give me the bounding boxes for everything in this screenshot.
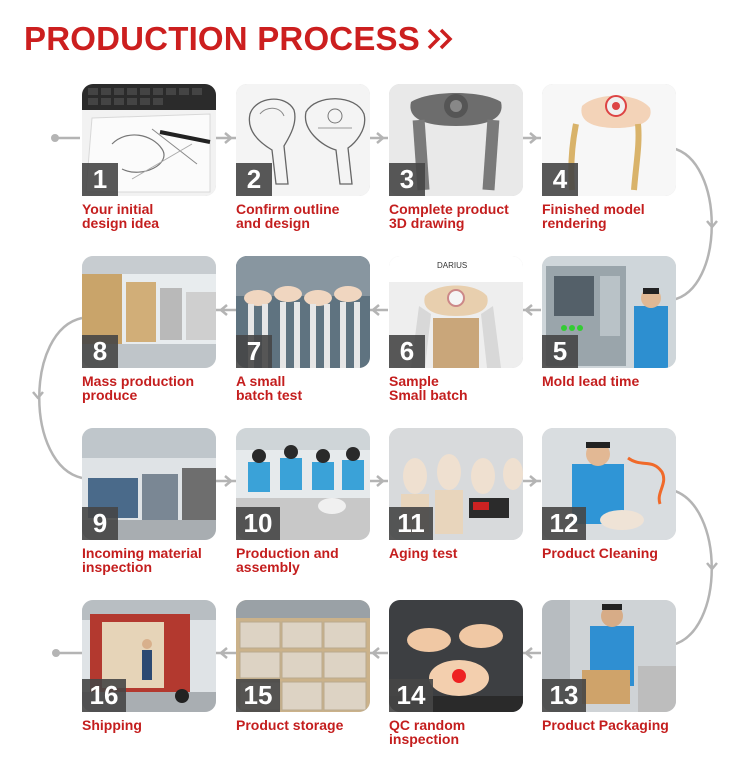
step-label-line-2: Small batch bbox=[389, 387, 468, 403]
connector-curve bbox=[671, 488, 713, 647]
arrow-down-icon bbox=[706, 220, 718, 229]
step-number-badge: 3 bbox=[389, 163, 425, 196]
step-label: Finished model rendering bbox=[542, 202, 692, 230]
step-number-badge: 16 bbox=[82, 679, 126, 712]
arrow-right-icon bbox=[376, 475, 385, 487]
arrow-right-icon bbox=[529, 132, 538, 144]
photo-truck-loading bbox=[82, 600, 216, 712]
arrow-left-icon bbox=[371, 304, 380, 316]
step-number-badge: 13 bbox=[542, 679, 586, 712]
step-label-line-2: design idea bbox=[82, 215, 160, 231]
step-number-badge: 5 bbox=[542, 335, 578, 368]
arrow-left-icon bbox=[219, 304, 228, 316]
arrow-right-icon bbox=[529, 475, 538, 487]
step-label-line-2: and design bbox=[236, 215, 310, 231]
step-label: Production and assembly bbox=[236, 546, 386, 574]
arrow-right-icon bbox=[376, 132, 385, 144]
step-label-line-1: Sample bbox=[389, 373, 439, 389]
photo-model-render-gold bbox=[542, 84, 676, 196]
double-chevron-right-icon bbox=[427, 28, 453, 50]
step-label: Aging test bbox=[389, 546, 539, 560]
svg-text:DARIUS: DARIUS bbox=[437, 261, 467, 270]
step-label-line-2: rendering bbox=[542, 215, 607, 231]
step-label-line-1: Mold lead time bbox=[542, 373, 640, 389]
step-label-line-1: Your initial bbox=[82, 201, 154, 217]
flow-start-dot bbox=[51, 134, 59, 142]
step-label: Mass production produce bbox=[82, 374, 232, 402]
arrow-down-icon bbox=[32, 391, 44, 400]
step-label-line-2: 3D drawing bbox=[389, 215, 465, 231]
step-label: Complete product 3D drawing bbox=[389, 202, 539, 230]
step-label-line-2: assembly bbox=[236, 559, 300, 575]
arrow-right-icon bbox=[224, 132, 233, 144]
step-label-line-2: inspection bbox=[82, 559, 153, 575]
page-title-block: PRODUCTION PROCESS bbox=[24, 14, 456, 64]
step-number-badge: 14 bbox=[389, 679, 433, 712]
step-number-badge: 4 bbox=[542, 163, 578, 196]
arrow-down-icon bbox=[706, 562, 718, 571]
step-label: Incoming material inspection bbox=[82, 546, 232, 574]
step-label-line-1: Incoming material bbox=[82, 545, 202, 561]
step-label-line-2: produce bbox=[82, 387, 138, 403]
step-label: Mold lead time bbox=[542, 374, 692, 388]
step-number-badge: 7 bbox=[236, 335, 272, 368]
step-label-line-1: Complete product bbox=[389, 201, 509, 217]
step-number-badge: 6 bbox=[389, 335, 425, 368]
step-label-line-1: Aging test bbox=[389, 545, 458, 561]
step-label-line-1: Confirm outline bbox=[236, 201, 340, 217]
step-label-line-2: batch test bbox=[236, 387, 303, 403]
step-label: Confirm outline and design bbox=[236, 202, 386, 230]
step-label-line-1: Product Packaging bbox=[542, 717, 669, 733]
step-label: QC random inspection bbox=[389, 718, 539, 746]
flow-end-dot bbox=[52, 649, 60, 657]
step-label-line-1: Product Cleaning bbox=[542, 545, 658, 561]
step-label: Your initial design idea bbox=[82, 202, 232, 230]
page-title: PRODUCTION PROCESS bbox=[24, 20, 420, 57]
step-label-line-2: inspection bbox=[389, 731, 460, 747]
arrow-left-icon bbox=[524, 304, 533, 316]
step-number-badge: 15 bbox=[236, 679, 280, 712]
step-number-badge: 8 bbox=[82, 335, 118, 368]
step-label: Product Cleaning bbox=[542, 546, 692, 560]
step-number-badge: 10 bbox=[236, 507, 280, 540]
arrow-left-icon bbox=[524, 647, 533, 659]
arrow-left-icon bbox=[219, 647, 228, 659]
step-number-badge: 12 bbox=[542, 507, 586, 540]
step-label-line-1: Product storage bbox=[236, 717, 344, 733]
step-number-badge: 2 bbox=[236, 163, 272, 196]
step-number-badge: 1 bbox=[82, 163, 118, 196]
step-label-line-1: QC random bbox=[389, 717, 466, 733]
step-label: Sample Small batch bbox=[389, 374, 539, 402]
photo-material-pallets bbox=[82, 428, 216, 540]
step-label-line-1: Shipping bbox=[82, 717, 142, 733]
step-label: A small batch test bbox=[236, 374, 386, 402]
step-label: Product storage bbox=[236, 718, 386, 732]
arrow-left-icon bbox=[371, 647, 380, 659]
arrow-right-icon bbox=[224, 475, 233, 487]
step-label-line-1: A small bbox=[236, 373, 286, 389]
step-label-line-1: Finished model bbox=[542, 201, 645, 217]
step-label: Shipping bbox=[82, 718, 232, 732]
step-label-line-1: Mass production bbox=[82, 373, 195, 389]
step-number-badge: 11 bbox=[389, 507, 433, 540]
step-label: Product Packaging bbox=[542, 718, 692, 732]
connector-curve bbox=[38, 316, 83, 480]
step-label-line-1: Production and bbox=[236, 545, 339, 561]
step-number-badge: 9 bbox=[82, 507, 118, 540]
